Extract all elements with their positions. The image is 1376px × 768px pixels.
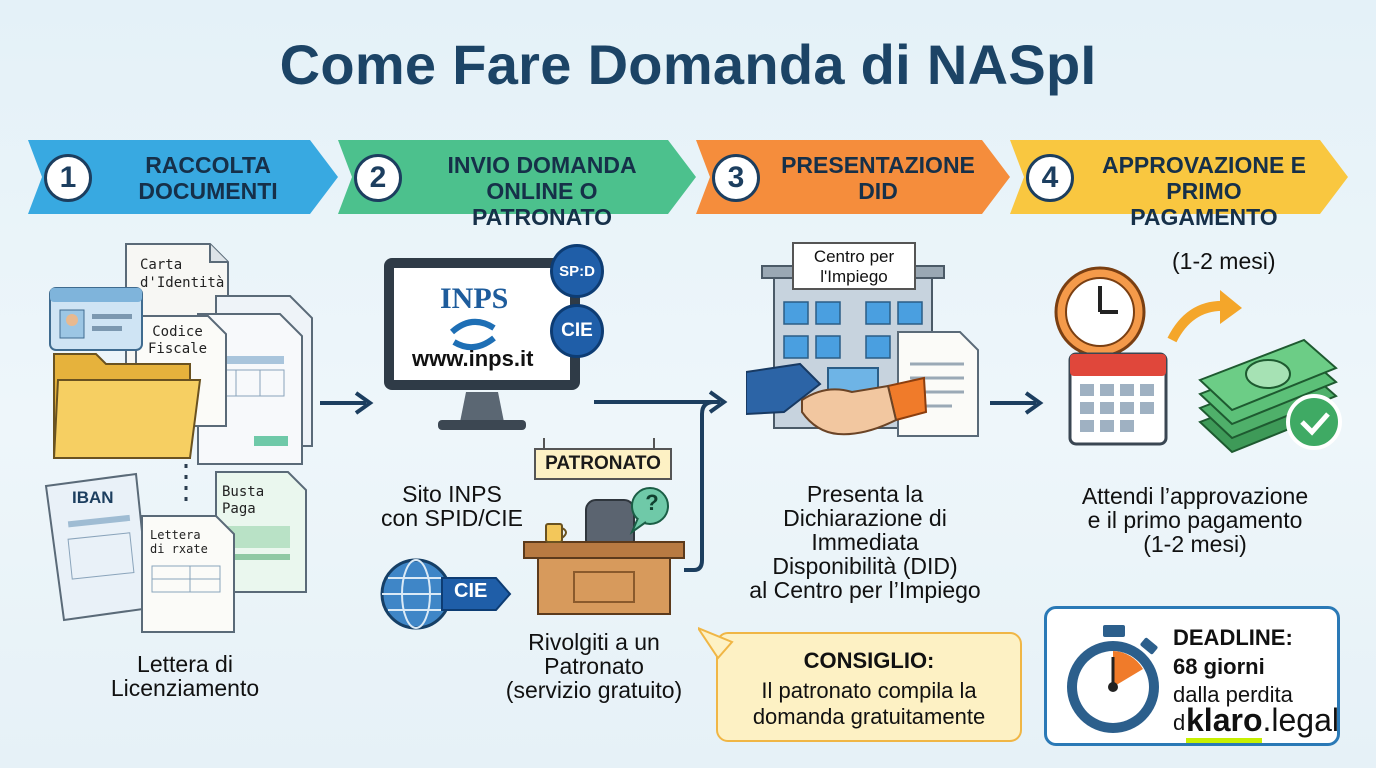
- id-card: [49, 287, 143, 351]
- step-number: 2: [354, 154, 402, 202]
- flow-arrow-2: [594, 390, 728, 572]
- computer-monitor: [384, 258, 580, 430]
- cie-badge: CIE: [550, 304, 604, 358]
- banner-arrow-shape: [696, 140, 1010, 214]
- centro-impiego-illustration: [746, 265, 979, 437]
- inps-url: www.inps.it: [412, 346, 534, 371]
- patronato-desk: [523, 438, 685, 615]
- globe-cie-tag: CIE: [454, 580, 488, 602]
- step-number: 1: [44, 154, 92, 202]
- documents-illustration: [44, 243, 313, 633]
- lettera-document: [141, 515, 235, 633]
- stopwatch-icon: [1067, 625, 1159, 733]
- tip-pointer: [698, 626, 734, 660]
- banner-arrow-shape: [338, 140, 696, 214]
- step-4-time-top: (1-2 mesi): [1172, 248, 1276, 274]
- banner-arrow-shape: [1010, 140, 1348, 214]
- money-stack-icon: [1198, 338, 1342, 454]
- spid-badge: SP:D: [550, 244, 604, 298]
- deadline-text: 68 giorni dalla perdita d: [1173, 654, 1293, 735]
- flow-arrow-1: [320, 391, 374, 415]
- globe-icon: [380, 558, 512, 630]
- folder-icon: [52, 353, 202, 459]
- payment-illustration: [1054, 266, 1342, 454]
- clock-icon: [1054, 266, 1146, 358]
- page-title: Come Fare Domanda di NASpI: [279, 33, 1097, 96]
- inps-logo: INPS: [440, 282, 509, 315]
- step-number: 3: [712, 154, 760, 202]
- step-number: 4: [1026, 154, 1074, 202]
- iban-label: IBAN: [72, 488, 114, 507]
- flow-arrow-3: [990, 391, 1044, 415]
- calendar-icon: [1068, 352, 1168, 446]
- brand-logo: klaro.legal: [1186, 702, 1339, 743]
- busta-paga-document: [215, 471, 307, 593]
- question-icon: ?: [645, 490, 659, 515]
- banner-arrow-shape: [28, 140, 338, 214]
- patronato-sign: PATRONATO: [534, 448, 672, 480]
- deadline-heading: DEADLINE:: [1173, 625, 1293, 650]
- tip-heading: CONSIGLIO:: [803, 648, 935, 673]
- deadline-box: DEADLINE: 68 giorni dalla perdita d: [1044, 606, 1340, 746]
